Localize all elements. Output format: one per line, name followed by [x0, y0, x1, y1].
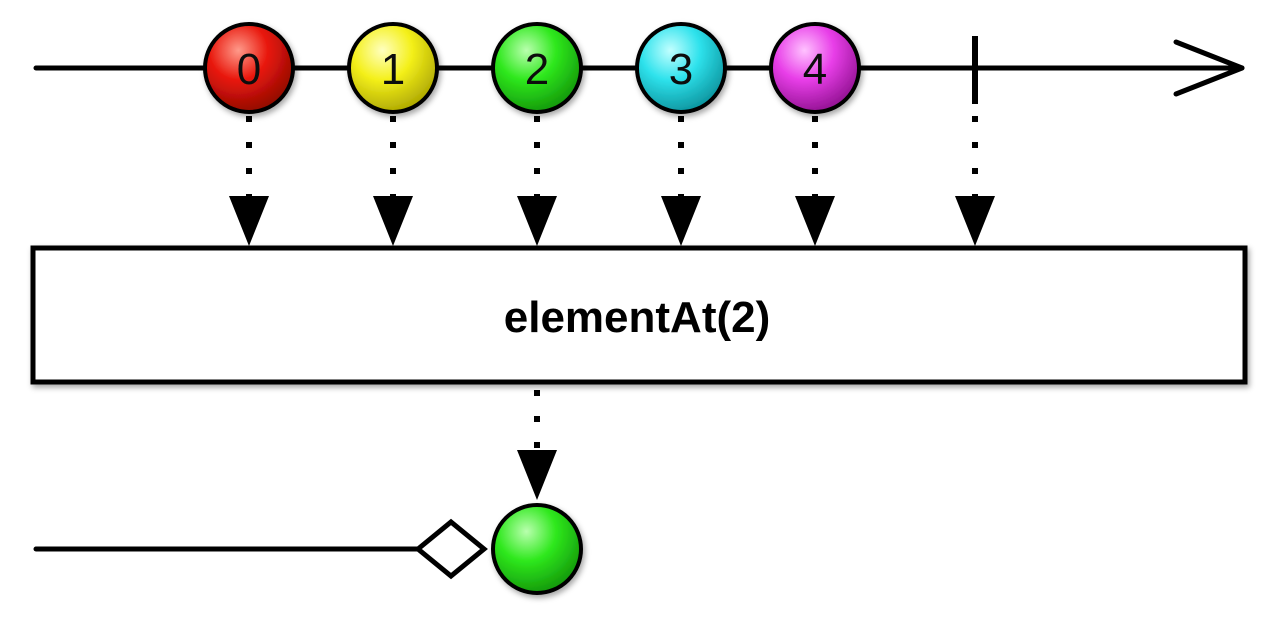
- arrowhead-2: [517, 196, 557, 246]
- arrowhead-3: [661, 196, 701, 246]
- marble-3: 3: [635, 22, 727, 114]
- marble-3-ball: [635, 22, 727, 114]
- output-connector: [517, 390, 557, 500]
- arrowhead-0: [229, 196, 269, 246]
- arrowhead-1: [373, 196, 413, 246]
- marble-4: 4: [769, 22, 861, 114]
- timeline-arrowhead: [1173, 39, 1245, 97]
- input-connectors: [246, 116, 978, 196]
- output-marble-ball: [491, 503, 583, 595]
- marble-0-label: 0: [237, 45, 261, 94]
- marble-4-ball: [769, 22, 861, 114]
- operator-label: elementAt(2): [504, 293, 771, 342]
- operator-box: elementAt(2): [30, 245, 1248, 385]
- marble-2: 2: [491, 22, 583, 114]
- arrowhead-completion: [955, 196, 995, 246]
- arrowhead-4: [795, 196, 835, 246]
- marble-1-label: 1: [381, 45, 405, 94]
- marble-4-label: 4: [803, 45, 827, 94]
- input-arrowheads: [229, 196, 995, 246]
- input-marbles: 0 1 2 3 4: [203, 22, 861, 114]
- marble-1-ball: [347, 22, 439, 114]
- marble-1: 1: [347, 22, 439, 114]
- marble-0-ball: [203, 22, 295, 114]
- marble-2-label: 2: [525, 45, 549, 94]
- output-arrowhead: [517, 450, 557, 500]
- marble-2-ball: [491, 22, 583, 114]
- output-marble: [491, 503, 583, 595]
- operator-box-rect: [30, 245, 1248, 385]
- marble-3-label: 3: [669, 45, 693, 94]
- marble-0: 0: [203, 22, 295, 114]
- completion-diamond-icon: [414, 518, 488, 580]
- output-timeline: [33, 503, 583, 595]
